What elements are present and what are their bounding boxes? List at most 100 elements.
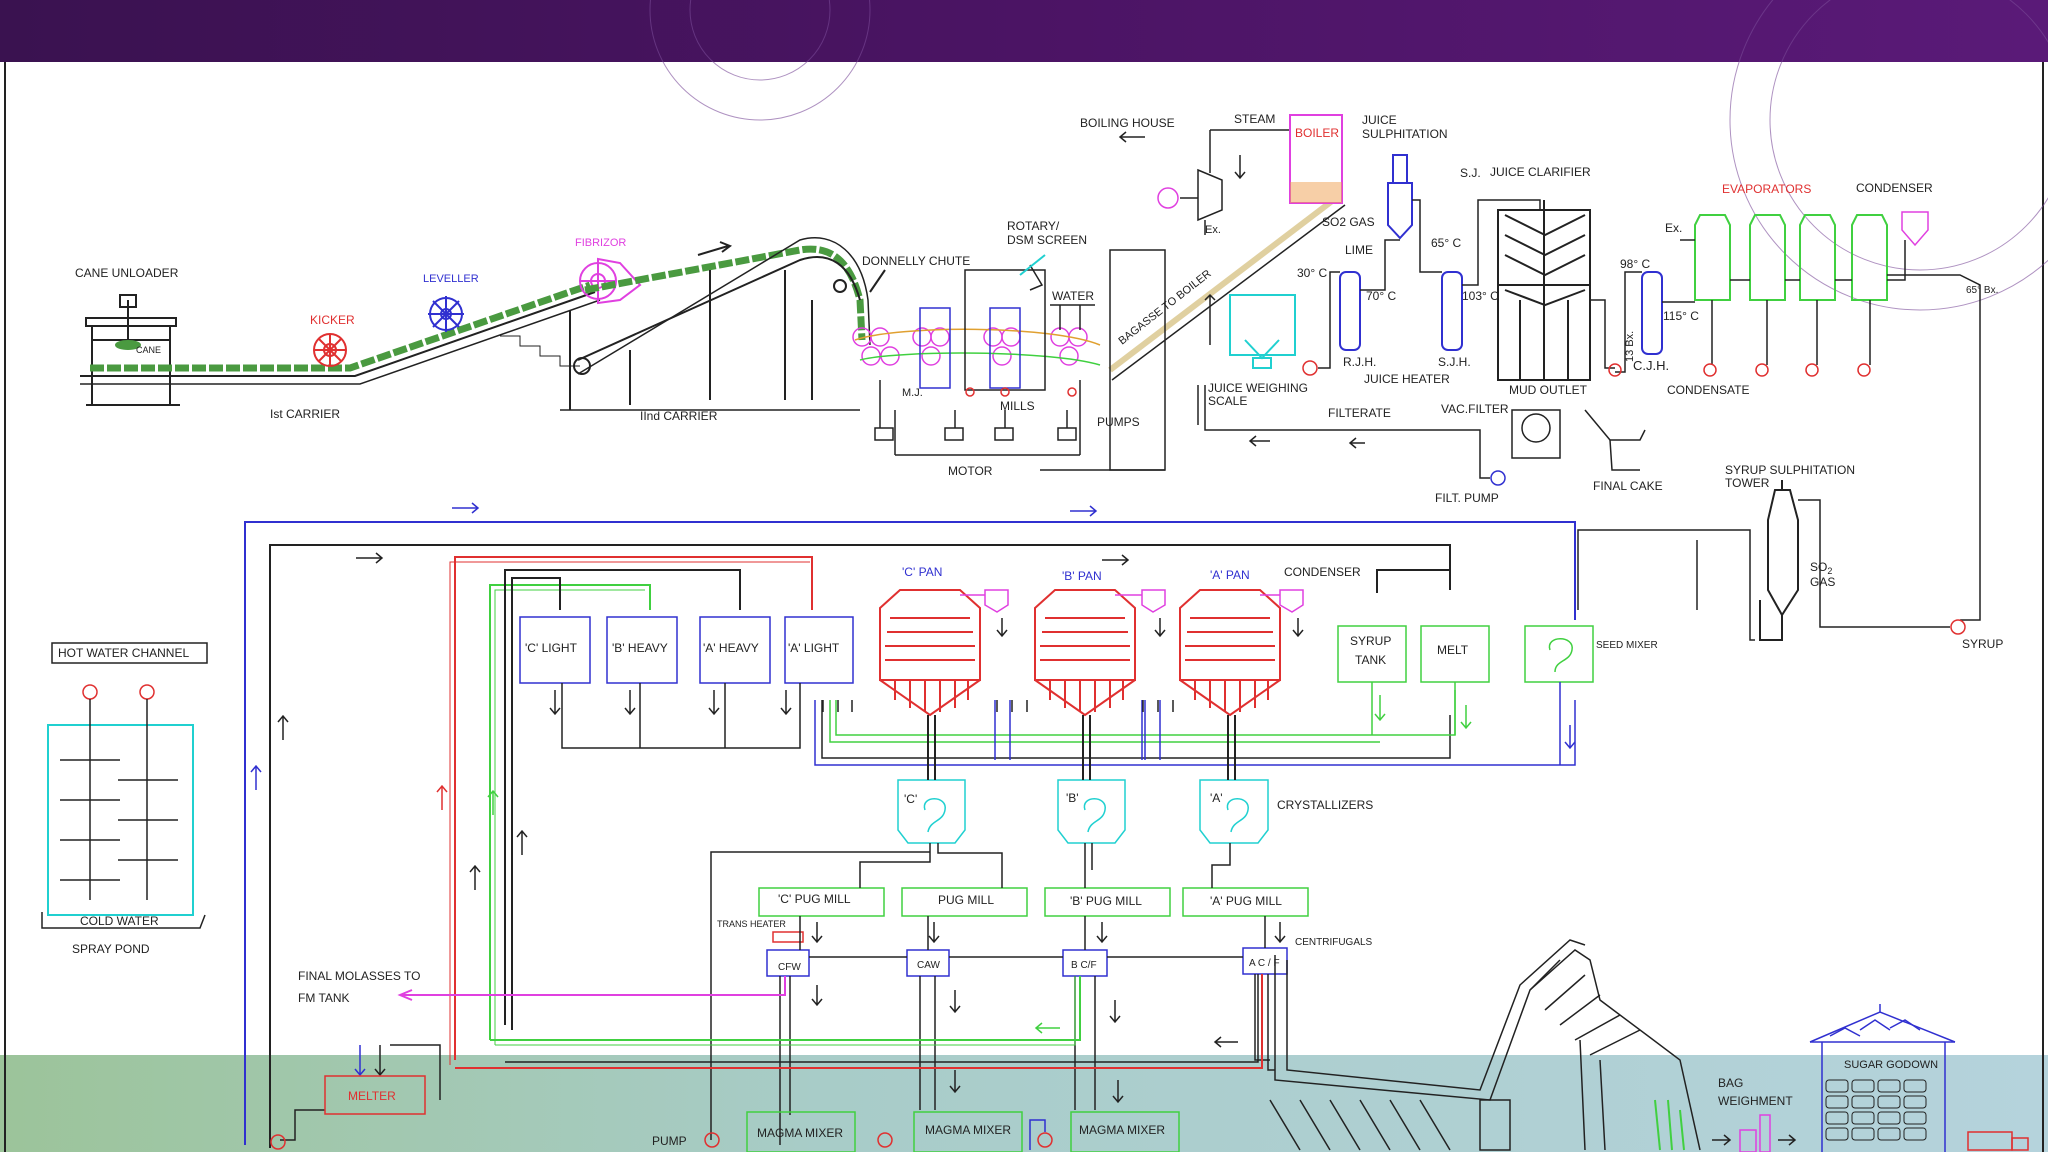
evaporator-bodies xyxy=(1694,214,1888,301)
juice-sulphitation-label-2: SULPHITATION xyxy=(1362,127,1448,141)
kicker-label: KICKER xyxy=(310,313,355,327)
temp-30-label: 30° C xyxy=(1297,266,1327,280)
generator-icon xyxy=(1157,187,1179,209)
condenser-mid-label: CONDENSER xyxy=(1284,565,1361,579)
second-carrier xyxy=(560,237,871,411)
melter xyxy=(324,1075,426,1115)
bcf-label: B C/F xyxy=(1071,960,1097,971)
donnelly-chute-label: DONNELLY CHUTE xyxy=(862,254,970,268)
juice-sulphitation-label-1: JUICE xyxy=(1362,113,1397,127)
seed-mixer xyxy=(1524,625,1594,683)
brix-13-label: 13 Bx. xyxy=(1624,331,1636,362)
juice-sulphitation-tower xyxy=(1387,154,1413,240)
cjh-label: C.J.H. xyxy=(1633,358,1669,373)
crystallizer-c-label: 'C' xyxy=(904,792,917,806)
spray-pond xyxy=(41,684,206,929)
sj-label: S.J. xyxy=(1460,166,1481,180)
bag-weighment-label-1: BAG xyxy=(1718,1076,1743,1090)
pug-mill-label: PUG MILL xyxy=(938,893,994,907)
magma-pump-1-icon xyxy=(704,1132,720,1148)
cane-label: CANE xyxy=(136,345,161,355)
syrup-pump-icon xyxy=(1950,619,1966,635)
centrifugal-piping xyxy=(779,916,1286,1145)
second-carrier-label: IInd CARRIER xyxy=(640,409,718,423)
crystallizer-a-label: 'A' xyxy=(1210,791,1223,805)
so2-gas-label: SO2 GAS xyxy=(1322,215,1375,229)
cjh-heater xyxy=(1641,271,1663,355)
syrup-piping xyxy=(1577,499,1950,641)
leveller-label: LEVELLER xyxy=(423,273,479,285)
mj-label: M.J. xyxy=(902,387,923,399)
acf-label: A C / F xyxy=(1249,958,1280,969)
magma-pump-2-icon xyxy=(877,1132,893,1148)
a-pan-label: 'A' PAN xyxy=(1210,568,1250,582)
a-pug-mill-label: 'A' PUG MILL xyxy=(1210,894,1282,908)
juice-heater-label: JUICE HEATER xyxy=(1364,372,1450,386)
boiling-house-label: BOILING HOUSE xyxy=(1080,116,1175,130)
magma-mixer-1-label: MAGMA MIXER xyxy=(757,1126,843,1140)
arrow-left-icon xyxy=(1118,131,1145,143)
top-band-decoration xyxy=(649,0,2048,311)
crystallizer-to-pug-piping xyxy=(710,843,1231,1140)
molasses-tanks xyxy=(519,616,854,684)
diagram-frame xyxy=(4,62,2044,1152)
filt-pump-icon xyxy=(1490,470,1506,486)
hot-water-channel xyxy=(51,642,208,664)
c-pan xyxy=(879,589,981,717)
a-heavy-label: 'A' HEAVY xyxy=(703,641,759,655)
crystallizers xyxy=(897,779,1269,844)
syrup-tank-label-1: SYRUP xyxy=(1350,634,1391,648)
melt-label: MELT xyxy=(1437,643,1469,657)
a-pan xyxy=(1179,589,1281,717)
pumps-label: PUMPS xyxy=(1097,415,1140,429)
b-pug-mill-label: 'B' PUG MILL xyxy=(1070,894,1142,908)
fibrizor-label: FIBRIZOR xyxy=(575,237,626,249)
first-carrier xyxy=(80,281,601,385)
rotary-dsm-label-1: ROTARY/ xyxy=(1007,219,1060,233)
temp-103-label: 103° C xyxy=(1462,289,1499,303)
magma-mixer-2-label: MAGMA MIXER xyxy=(925,1123,1011,1137)
first-carrier-label: Ist CARRIER xyxy=(270,407,340,421)
juice-clarifier xyxy=(1497,200,1591,381)
syrup-tank-label-2: TANK xyxy=(1355,653,1386,667)
pan-feed-headers xyxy=(814,690,1576,766)
pug-mills xyxy=(758,887,1309,917)
b-heavy-label: 'B' HEAVY xyxy=(612,641,668,655)
melter-label: MELTER xyxy=(348,1089,396,1103)
brix-65-label: 65° Bx. xyxy=(1966,285,1998,296)
evaporator-piping xyxy=(1680,239,1981,621)
final-molasses-label-1: FINAL MOLASSES TO xyxy=(298,969,420,983)
ex-label-2: Ex. xyxy=(1665,221,1682,235)
pump-label: PUMP xyxy=(652,1134,687,1148)
crystallizers-label: CRYSTALLIZERS xyxy=(1277,798,1373,812)
b-pan-label: 'B' PAN xyxy=(1062,569,1102,583)
b-pan xyxy=(1034,589,1136,717)
molasses-return-lines xyxy=(397,974,1263,1069)
magma-line xyxy=(1029,1119,1046,1150)
hot-water-channel-label: HOT WATER CHANNEL xyxy=(58,646,189,660)
direction-arrow-icon xyxy=(697,241,733,256)
motor-label: MOTOR xyxy=(948,464,993,478)
sjh-label: S.J.H. xyxy=(1438,355,1471,369)
juice-weighing-label-2: SCALE xyxy=(1208,394,1247,408)
crystallizer-b-label: 'B' xyxy=(1066,791,1079,805)
condensate-pumps xyxy=(1703,363,1871,377)
sjh-heater xyxy=(1441,271,1463,351)
condensate-label: CONDENSATE xyxy=(1667,383,1749,397)
sugar-godown-label: SUGAR GODOWN xyxy=(1844,1059,1938,1071)
melt-tank xyxy=(1420,625,1490,683)
caw-label: CAW xyxy=(917,960,941,971)
trans-heater-label: TRANS HEATER xyxy=(717,919,786,929)
mud-outlet-label: MUD OUTLET xyxy=(1509,383,1588,397)
juice-weighing-scale xyxy=(1229,294,1296,369)
filterate-label: FILTERATE xyxy=(1328,406,1391,420)
final-cake-label: FINAL CAKE xyxy=(1593,479,1663,493)
magma-mixer-3-label: MAGMA MIXER xyxy=(1079,1123,1165,1137)
fibrizor-icon xyxy=(579,257,642,305)
sugar-bag-stacks xyxy=(1825,1079,1927,1141)
lime-label: LIME xyxy=(1345,243,1373,257)
boiler xyxy=(1289,114,1343,204)
sugar-elevator-green xyxy=(1654,1099,1685,1151)
